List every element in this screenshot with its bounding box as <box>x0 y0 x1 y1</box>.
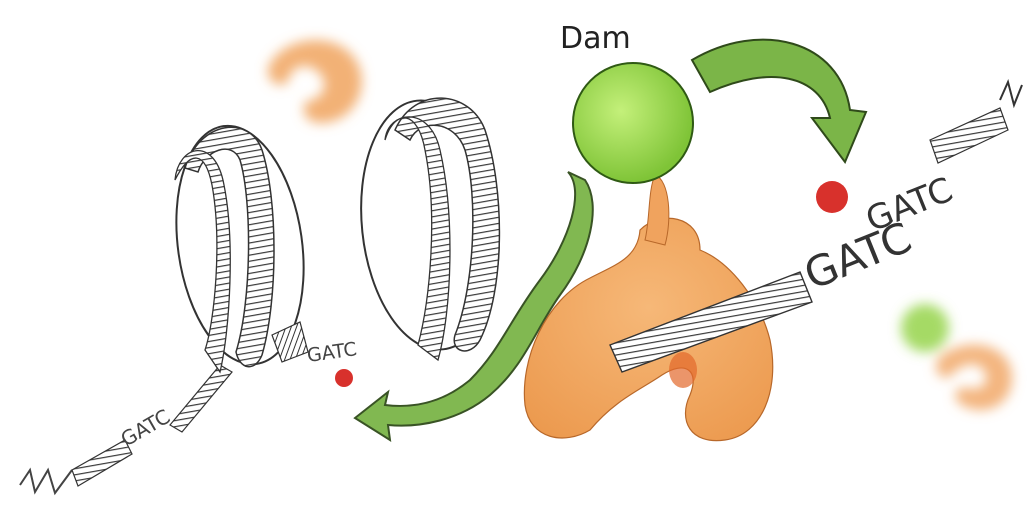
dam-label: Dam <box>560 21 631 56</box>
background-protein-right <box>901 304 1012 410</box>
gatc-site-lower: GATC <box>117 404 175 451</box>
arrow-methylate-right <box>692 40 866 162</box>
dam-enzyme-head <box>573 63 693 183</box>
nucleosome-right <box>349 94 510 360</box>
gatc-site-middle: GATC <box>306 338 359 367</box>
gatc-site-upper: GATC <box>860 170 958 241</box>
background-protein-top <box>268 40 362 123</box>
methyl-mark-upper <box>816 181 848 213</box>
methyl-mark-middle <box>335 369 353 387</box>
